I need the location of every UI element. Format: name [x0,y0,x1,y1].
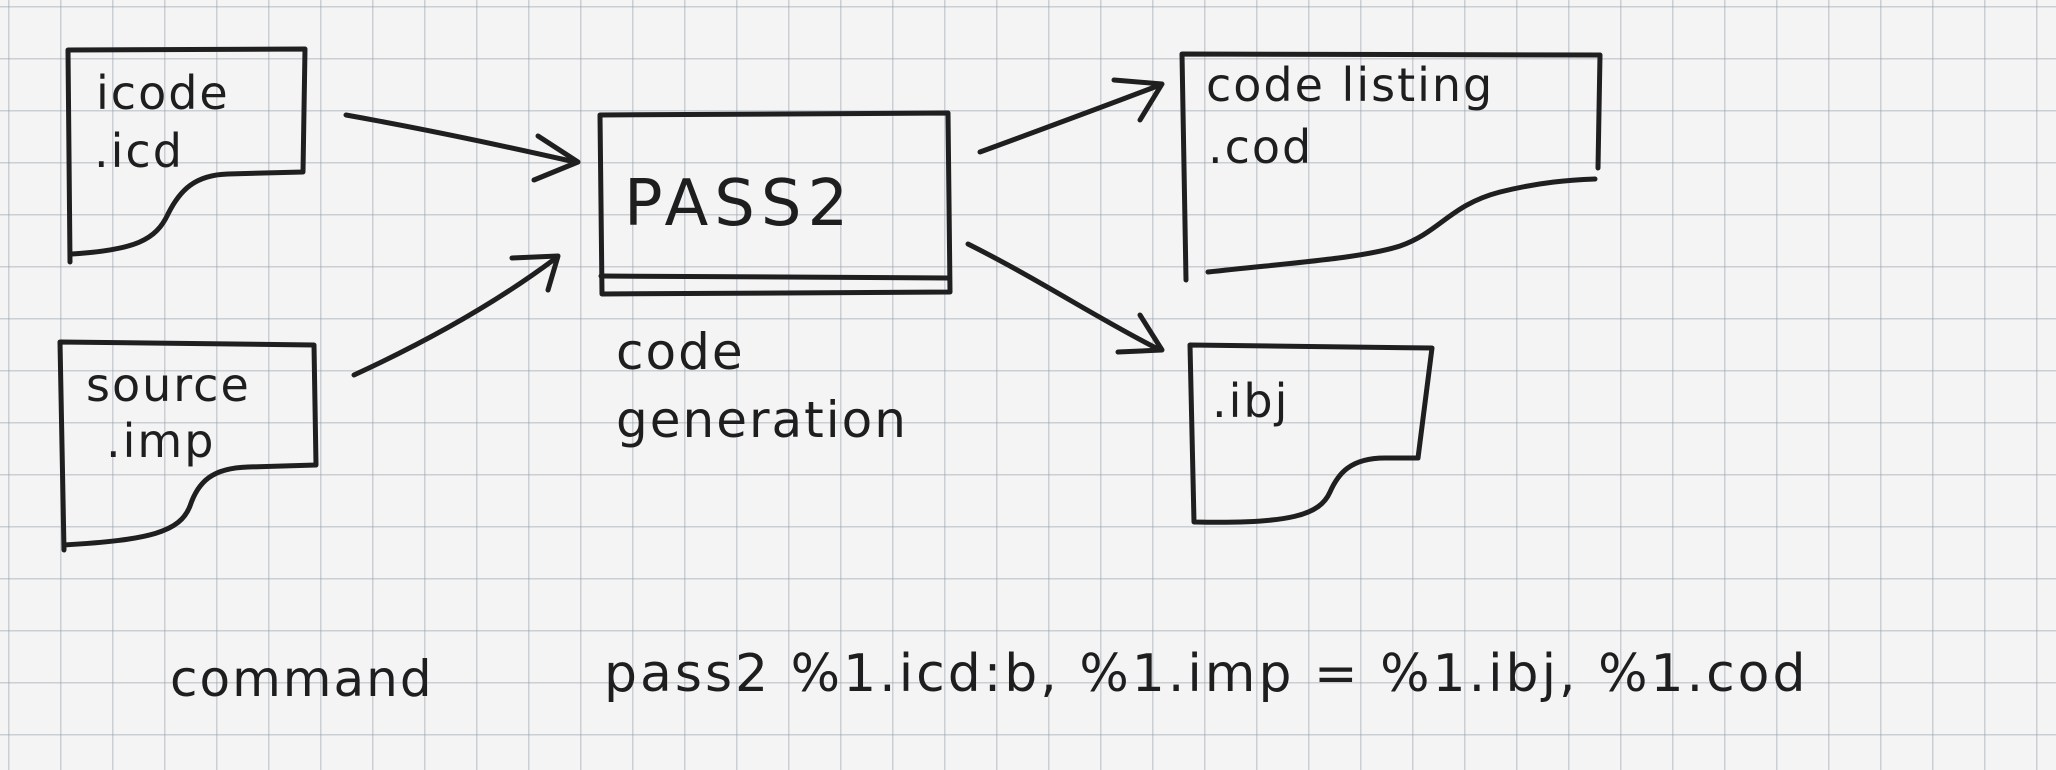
source-file-name: source [86,358,251,412]
pass2-box-shape [597,110,953,297]
arrow-icode-to-pass2 [343,112,581,183]
pass2-title: PASS2 [624,167,855,241]
arrow-source-to-pass2 [351,253,561,378]
listing-file-shape [1179,51,1603,283]
source-file-extension: .imp [106,414,216,468]
object-file-name: .ibj [1212,374,1290,428]
icode-file-name: icode [96,66,230,120]
listing-file-extension: .cod [1208,120,1314,174]
icode-file-extension: .icd [94,124,184,178]
icode-file-shape [65,46,308,265]
listing-file-name: code listing [1206,58,1495,112]
command-label: command [170,650,434,708]
pass2-caption-line1: code [616,323,745,381]
pass2-caption-line2: generation [616,391,908,449]
arrow-pass2-to-object [965,241,1165,355]
object-file-shape [1187,342,1435,525]
pass2-caption: code generation [616,318,908,454]
source-file-shape [57,339,319,553]
command-text: pass2 %1.icd:b, %1.imp = %1.ibj, %1.cod [604,644,1809,704]
arrow-pass2-to-listing [977,77,1165,155]
